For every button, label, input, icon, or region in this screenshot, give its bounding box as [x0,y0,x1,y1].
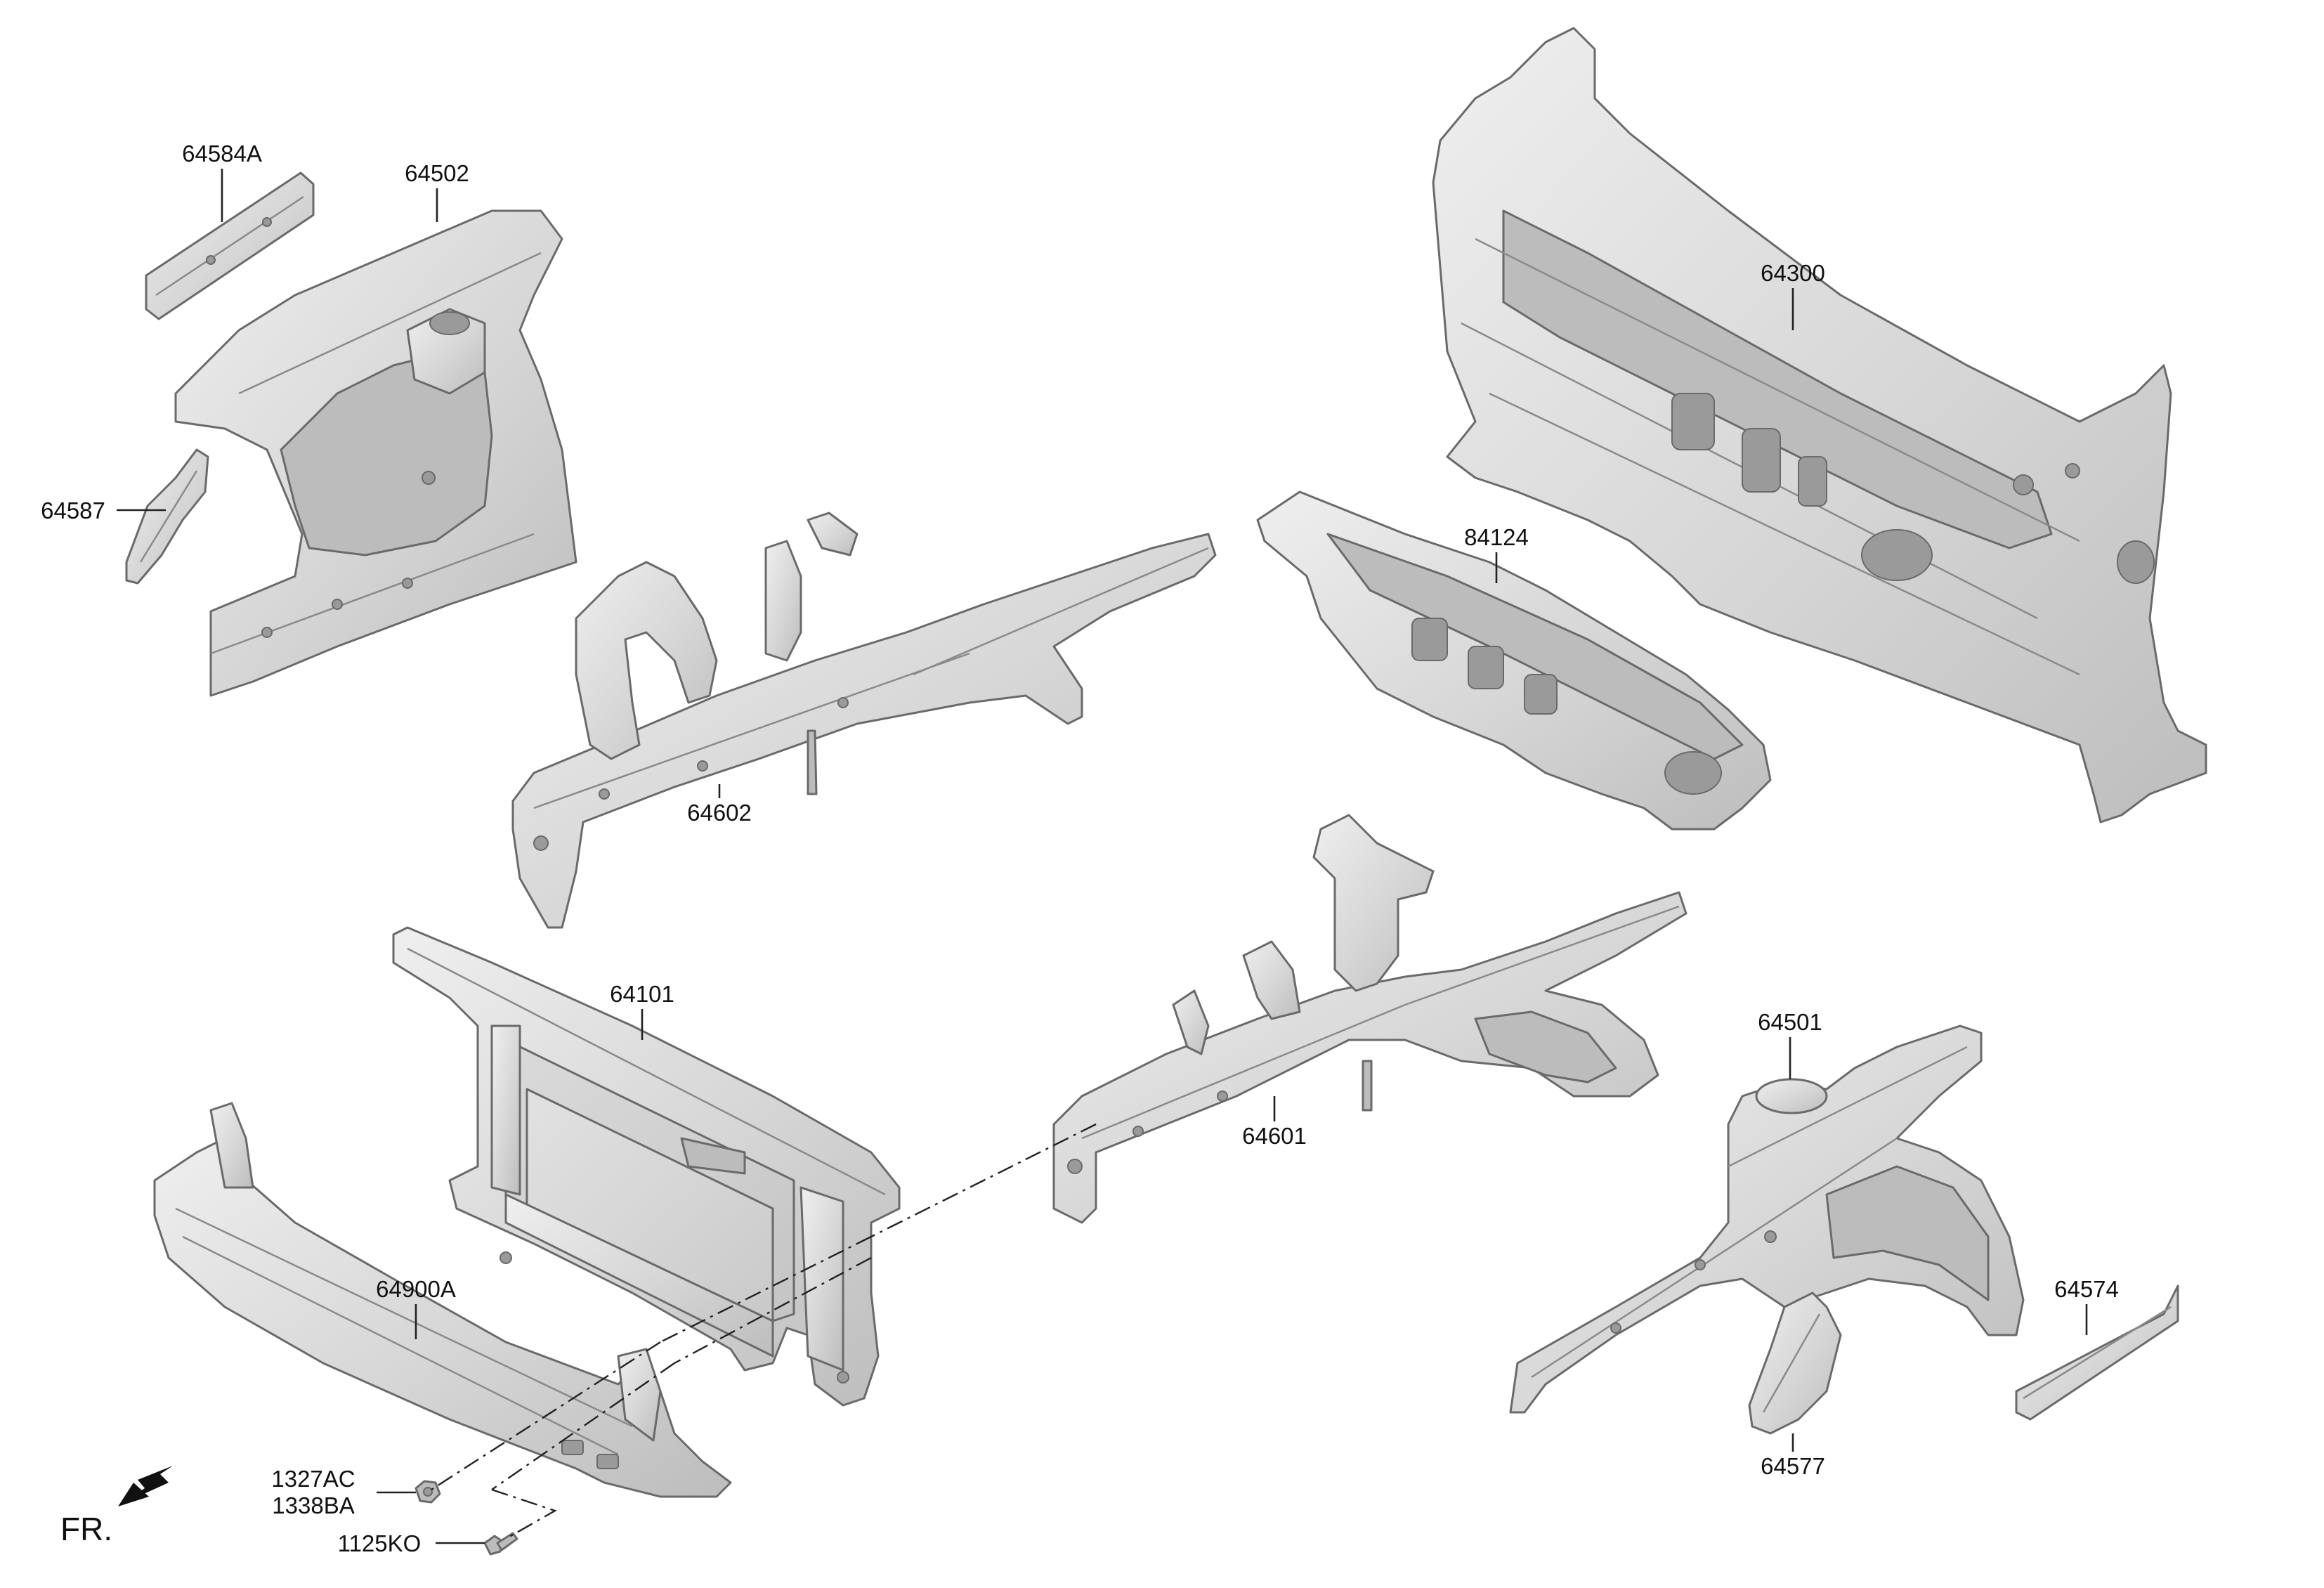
part-64601-front-side-member-rh [1052,814,1687,1224]
label-64601: 64601 [1242,1123,1307,1149]
front-arrow-icon [118,1466,173,1506]
label-64577: 64577 [1761,1453,1825,1479]
label-64101: 64101 [610,981,674,1007]
part-84124-cowl-crossmember [1256,490,1772,831]
part-64101-radiator-support [392,926,901,1407]
label-64584A: 64584A [182,141,262,167]
label-1338BA: 1338BA [272,1492,354,1518]
front-direction-label: FR. [60,1511,112,1547]
part-64300-dash-panel [1432,27,2207,824]
label-64574: 64574 [2054,1276,2119,1302]
leader-lines [117,169,2088,1544]
label-1125KO: 1125KO [338,1530,422,1556]
label-84124: 84124 [1464,524,1529,550]
part-64501-fender-apron-rh [1509,1024,2025,1414]
part-64587-bracket [125,448,209,585]
label-64300: 64300 [1761,260,1825,286]
label-64602: 64602 [687,800,752,826]
part-64602-front-side-member-lh [511,512,1217,929]
part-64577-bracket [1748,1291,1842,1435]
part-64502-fender-apron-lh [174,209,577,697]
label-64587: 64587 [41,497,105,523]
nut-1327AC-1338BA [414,1480,441,1504]
label-1327AC: 1327AC [271,1466,355,1492]
part-64574-reinforcement [2015,1284,2179,1421]
assembly-centerlines [431,1123,1097,1540]
label-64502: 64502 [405,160,469,186]
label-64900A: 64900A [376,1276,456,1302]
part-64584A-reinforcement [145,171,315,320]
bolt-1125KO [483,1532,518,1556]
part-64900A-bumper-beam [153,1102,732,1498]
label-64501: 64501 [1758,1009,1822,1035]
